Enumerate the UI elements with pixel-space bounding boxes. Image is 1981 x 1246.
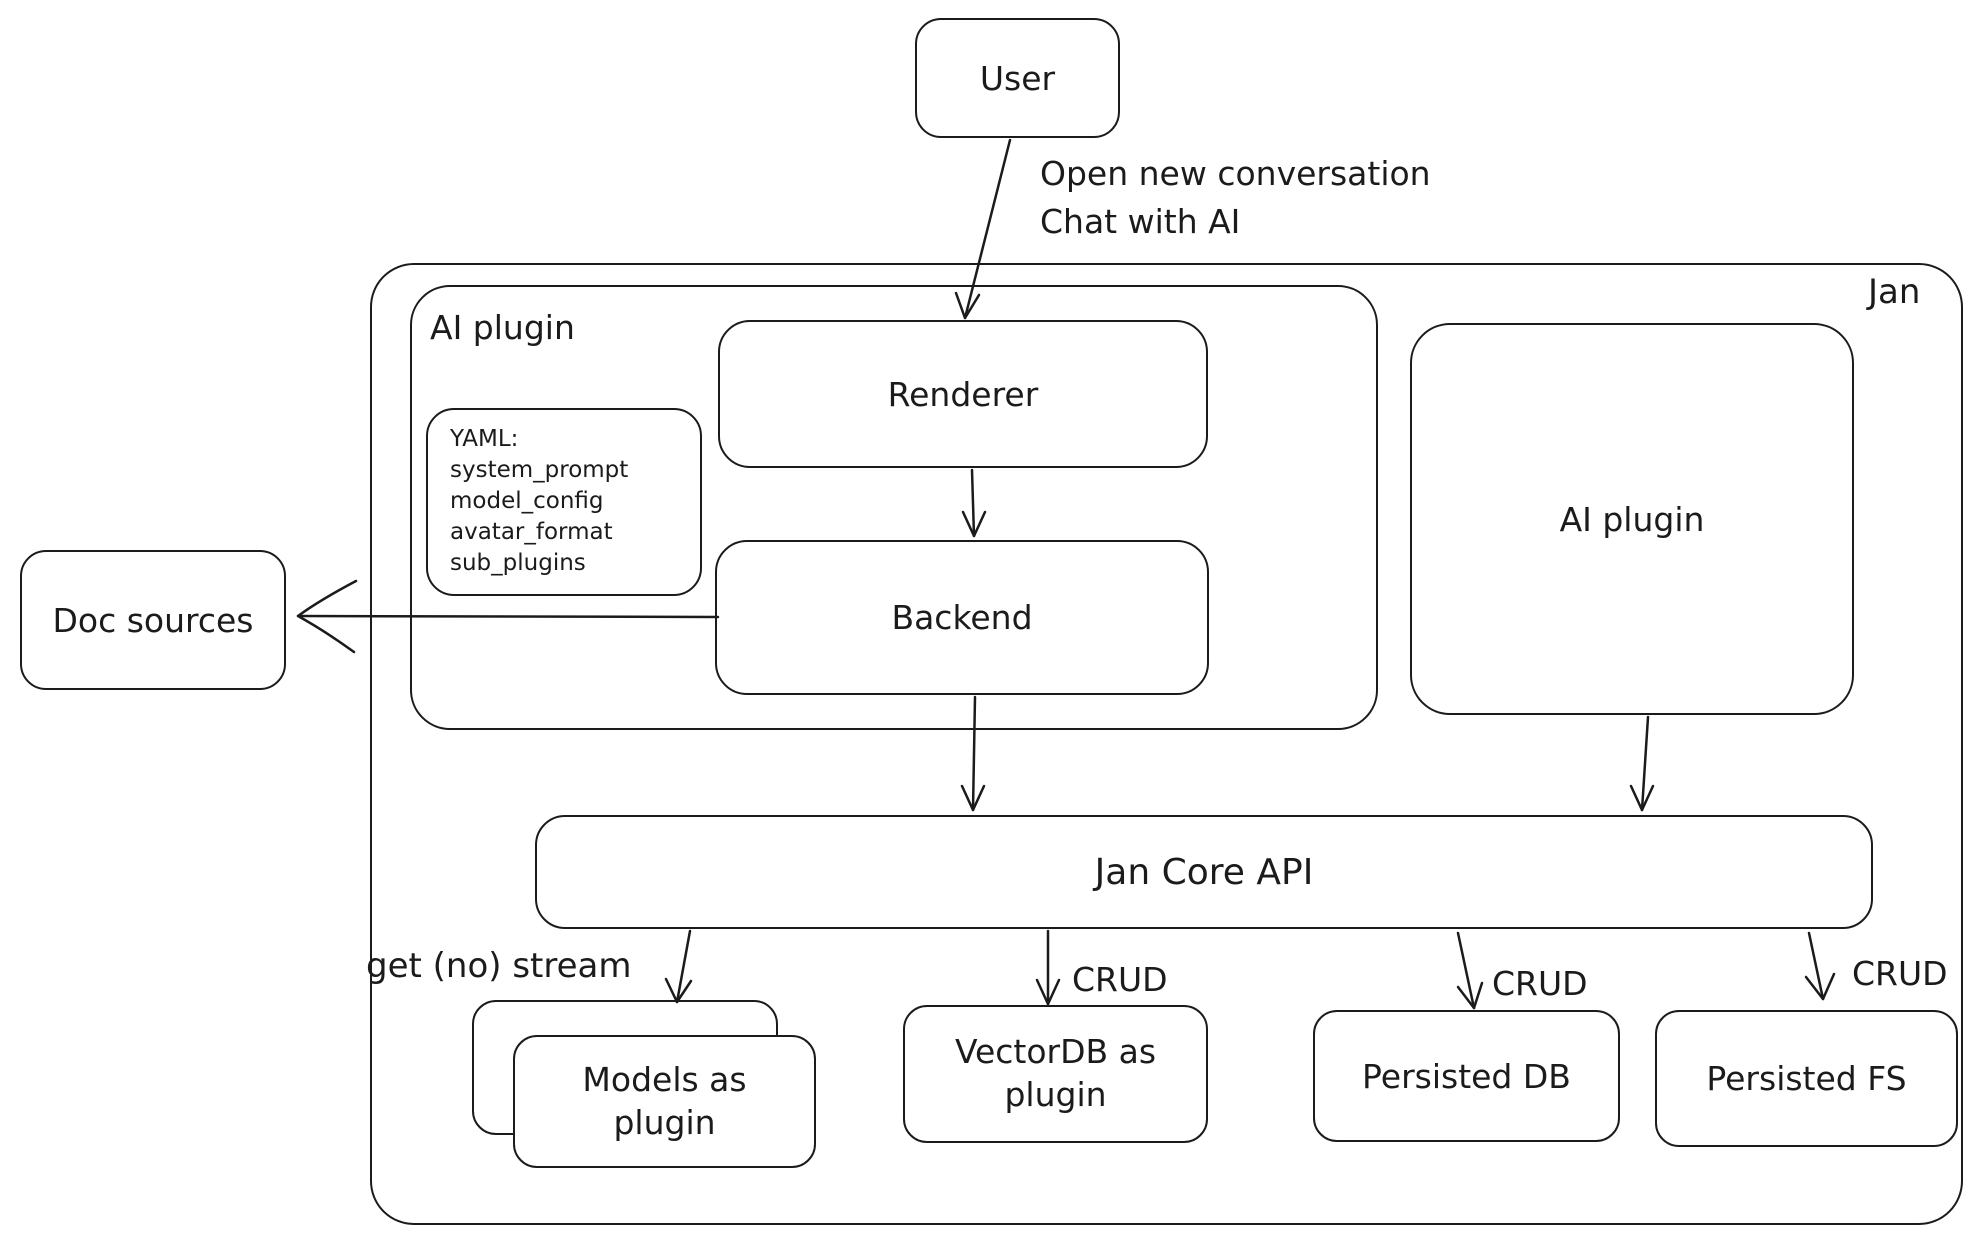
jan-container	[370, 263, 1963, 1225]
ai-plugin-left-container	[410, 285, 1378, 730]
yaml-note: YAML: system_prompt model_config avatar_…	[426, 408, 702, 596]
edge-label-user-flow: Open new conversation Chat with AI	[1040, 154, 1431, 241]
yaml-note-title: YAML:	[450, 426, 519, 452]
doc-sources-node: Doc sources	[20, 550, 286, 690]
renderer-node: Renderer	[718, 320, 1208, 468]
edge-label-crud-vectordb: CRUD	[1072, 960, 1168, 999]
jan-core-api-node: Jan Core API	[535, 815, 1873, 929]
backend-node: Backend	[715, 540, 1209, 695]
persisted-db-node: Persisted DB	[1313, 1010, 1620, 1142]
yaml-note-line: system_prompt	[450, 457, 629, 483]
user-node: User	[915, 18, 1120, 138]
yaml-note-line: avatar_format	[450, 519, 613, 545]
jan-container-label: Jan	[1868, 272, 1921, 312]
ai-plugin-right-node: AI plugin	[1410, 323, 1854, 715]
ai-plugin-left-label: AI plugin	[430, 308, 575, 347]
yaml-note-line: model_config	[450, 488, 604, 514]
persisted-fs-node: Persisted FS	[1655, 1010, 1958, 1147]
yaml-note-line: sub_plugins	[450, 550, 586, 576]
edge-label-get-stream: get (no) stream	[366, 946, 632, 986]
vectordb-plugin-node: VectorDB as plugin	[903, 1005, 1208, 1143]
edge-label-crud-persisted-fs: CRUD	[1852, 954, 1948, 993]
edge-label-crud-persisted-db: CRUD	[1492, 964, 1588, 1003]
models-plugin-node: Models as plugin	[513, 1035, 816, 1168]
